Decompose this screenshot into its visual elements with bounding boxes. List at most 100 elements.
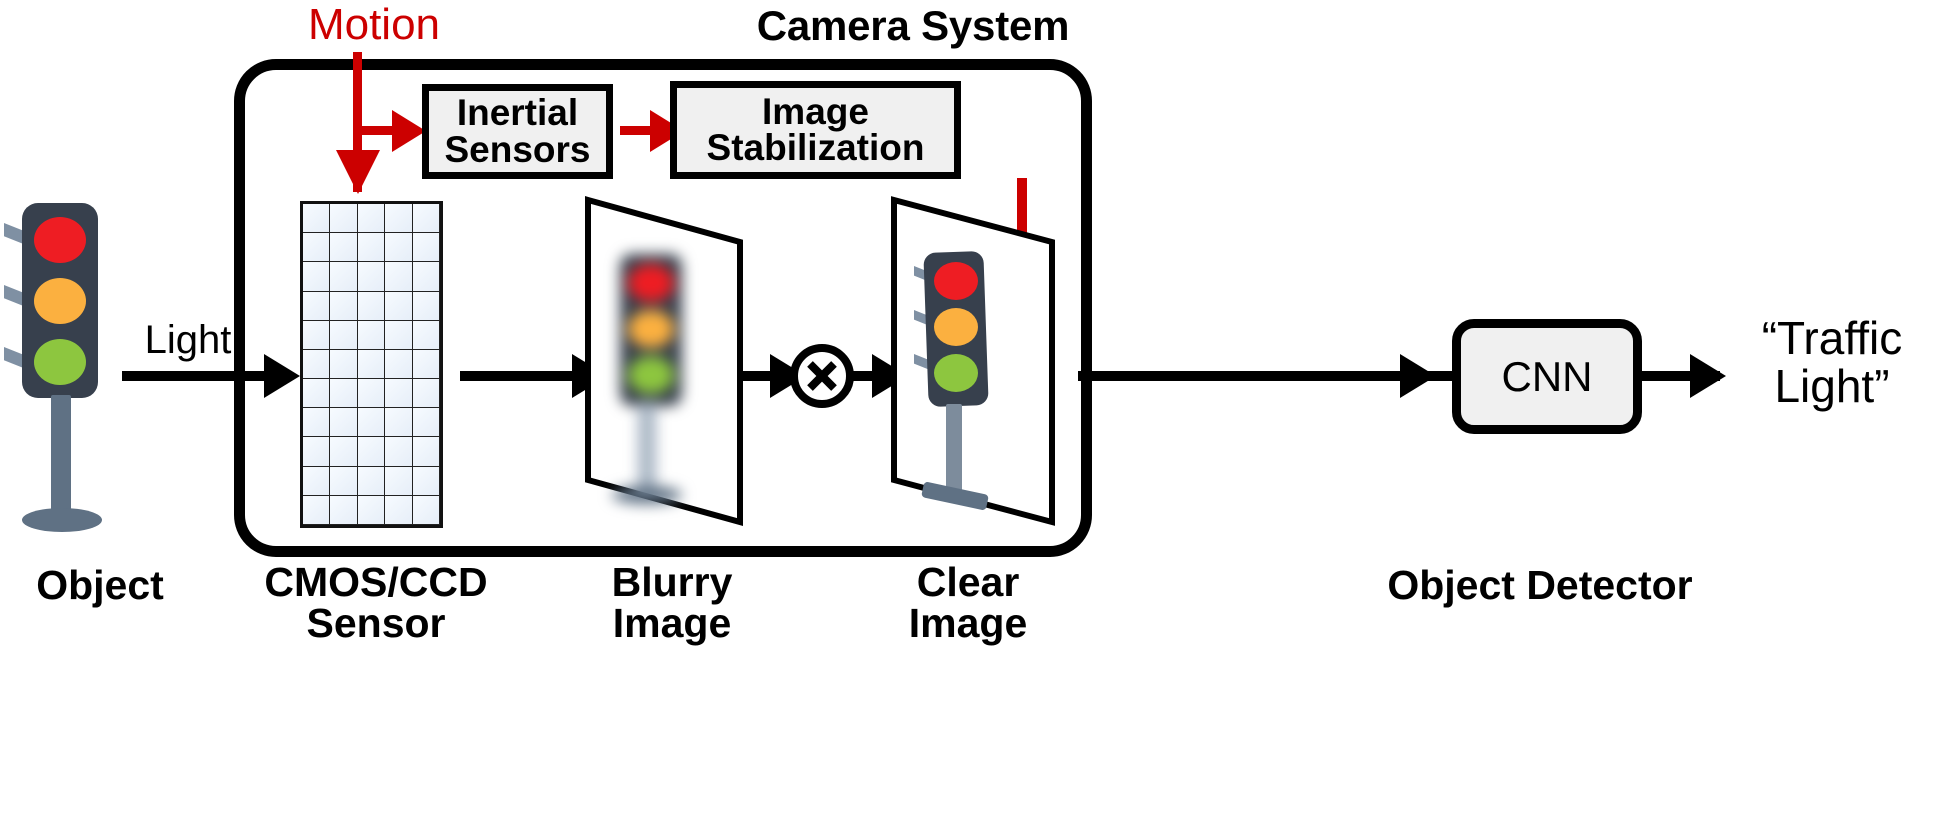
sensor-cell xyxy=(303,233,331,263)
sensor-cell xyxy=(330,437,358,467)
sensor-cell xyxy=(385,204,413,234)
sensor-cell xyxy=(412,466,440,496)
inertial-to-stabilization-line xyxy=(620,126,658,135)
motion-label: Motion xyxy=(307,0,441,49)
caption-clear-line1: Clear xyxy=(916,559,1020,605)
image-stabilization-label-line1: Image xyxy=(762,90,869,132)
sensor-cell xyxy=(385,349,413,380)
clear-lamp-red xyxy=(934,262,978,300)
caption-object-detector: Object Detector xyxy=(1387,562,1693,608)
sensor-cell xyxy=(412,233,440,263)
sensor-cell xyxy=(357,320,386,350)
sensor-cell xyxy=(330,320,358,350)
sensor-cell xyxy=(357,204,386,234)
motion-arrow-head-down xyxy=(336,150,380,194)
motion-branch-line xyxy=(357,126,399,135)
sensor-cell xyxy=(357,466,386,496)
sensor-cell xyxy=(330,495,358,525)
sensor-cell xyxy=(303,466,331,496)
cnn-to-output-arrow-line xyxy=(1640,371,1720,381)
blurry-to-operator-arrow-line xyxy=(742,371,794,381)
inertial-sensors-box[interactable]: Inertial Sensors xyxy=(422,84,613,179)
sensor-cell xyxy=(330,291,358,321)
sensor-cell xyxy=(357,437,386,467)
sensor-cell xyxy=(330,262,358,292)
sensor-cell xyxy=(330,466,358,496)
inertial-sensors-label-line2: Sensors xyxy=(444,128,591,170)
blurry-lamp-amber xyxy=(628,310,674,348)
clear-to-cnn-arrow-head xyxy=(1400,354,1436,398)
cnn-box[interactable]: CNN xyxy=(1452,319,1642,434)
sensor-cell xyxy=(385,379,413,409)
sensor-cell xyxy=(385,466,413,496)
caption-clear: Clear Image xyxy=(878,562,1058,644)
light-arrow-line xyxy=(122,371,272,381)
sensor-cell xyxy=(412,437,440,467)
sensor-cell xyxy=(303,320,331,350)
sensor-cell xyxy=(357,262,386,292)
sensor-cell xyxy=(385,291,413,321)
sensor-cell xyxy=(385,233,413,263)
sensor-cell xyxy=(412,408,440,438)
sensor-cell xyxy=(303,349,331,380)
caption-sensor: CMOS/CCD Sensor xyxy=(256,562,496,644)
sensor-cell xyxy=(385,437,413,467)
cnn-to-output-arrow-head xyxy=(1690,354,1726,398)
sensor-cell xyxy=(303,379,331,409)
caption-clear-line2: Image xyxy=(908,600,1028,646)
sensor-cell xyxy=(357,233,386,263)
sensor-cell xyxy=(330,233,358,263)
sensor-cell xyxy=(303,437,331,467)
caption-blurry: Blurry Image xyxy=(572,562,772,644)
image-stabilization-label-line2: Stabilization xyxy=(706,127,925,168)
sensor-cell xyxy=(330,408,358,438)
sensor-cell xyxy=(357,408,386,438)
multiply-operator-icon[interactable] xyxy=(790,344,854,408)
blurry-lamp-green xyxy=(628,356,674,394)
caption-blurry-line2: Image xyxy=(612,600,732,646)
sensor-cell xyxy=(385,320,413,350)
sensor-cell xyxy=(412,320,440,350)
cmos-ccd-sensor-grid xyxy=(300,201,443,528)
clear-lamp-green xyxy=(934,354,978,392)
clear-lamp-amber xyxy=(934,308,978,346)
sensor-cell xyxy=(330,379,358,409)
sensor-cell xyxy=(357,379,386,409)
sensor-cell xyxy=(303,262,331,292)
lamp-red xyxy=(34,217,86,263)
sensor-cell xyxy=(412,349,440,380)
sensor-cell xyxy=(357,291,386,321)
caption-object: Object xyxy=(36,562,164,608)
caption-sensor-line2: Sensor xyxy=(306,600,446,646)
sensor-cell xyxy=(357,349,386,380)
blurry-traffic-light xyxy=(606,248,726,513)
clear-pole xyxy=(946,404,962,496)
light-label: Light xyxy=(144,318,232,362)
camera-system-container xyxy=(234,59,1092,557)
sensor-cell xyxy=(385,408,413,438)
blurry-base xyxy=(612,486,682,504)
sensor-cell xyxy=(412,495,440,525)
sensor-cell xyxy=(412,379,440,409)
traffic-light-pole xyxy=(51,395,71,517)
sensor-cell xyxy=(385,262,413,292)
sensor-cell xyxy=(357,495,386,525)
cnn-label: CNN xyxy=(1501,352,1593,400)
object-traffic-light xyxy=(0,195,120,545)
camera-system-title: Camera System xyxy=(756,2,1070,49)
sensor-cell xyxy=(303,495,331,525)
image-stabilization-box[interactable]: Image Stabilization xyxy=(670,81,961,179)
blurry-pole xyxy=(638,402,656,496)
sensor-cell xyxy=(330,349,358,380)
sensor-to-blurry-arrow-line xyxy=(460,371,580,381)
traffic-light-base xyxy=(22,508,102,532)
clear-to-cnn-arrow-line xyxy=(1078,371,1482,381)
output-label-line2: Light” xyxy=(1774,359,1890,412)
light-arrow-head xyxy=(264,354,300,398)
clear-traffic-light xyxy=(912,248,1042,518)
motion-branch-arrow-head xyxy=(392,110,426,152)
output-label-line1: “Traffic xyxy=(1761,312,1903,364)
caption-blurry-line1: Blurry xyxy=(611,559,733,605)
sensor-cell xyxy=(303,291,331,321)
lamp-amber xyxy=(34,278,86,324)
